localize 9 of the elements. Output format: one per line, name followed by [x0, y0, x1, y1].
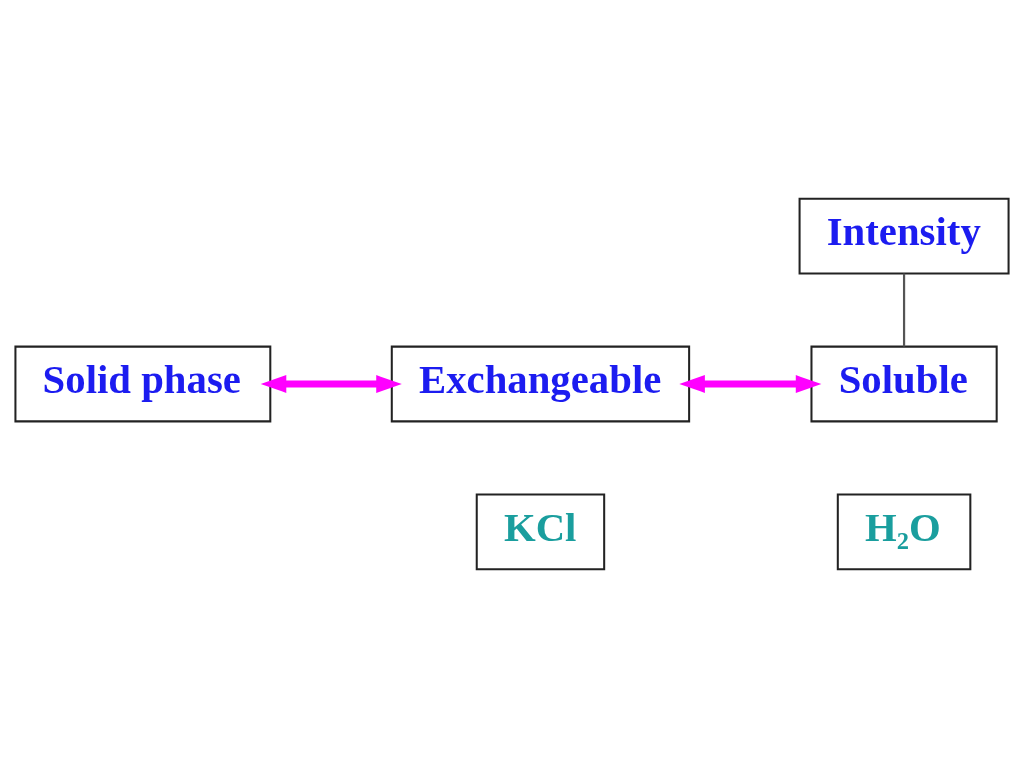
node-box: Intensity	[798, 197, 1010, 275]
arrow	[260, 375, 402, 393]
node-box: Soluble	[810, 345, 998, 423]
node-box: Exchangeable	[390, 345, 691, 423]
connector	[902, 273, 906, 347]
arrow	[679, 375, 822, 393]
node-box: Solid phase	[14, 345, 272, 423]
node-box: KCl	[475, 493, 606, 571]
node-box: H₂O	[836, 493, 972, 571]
